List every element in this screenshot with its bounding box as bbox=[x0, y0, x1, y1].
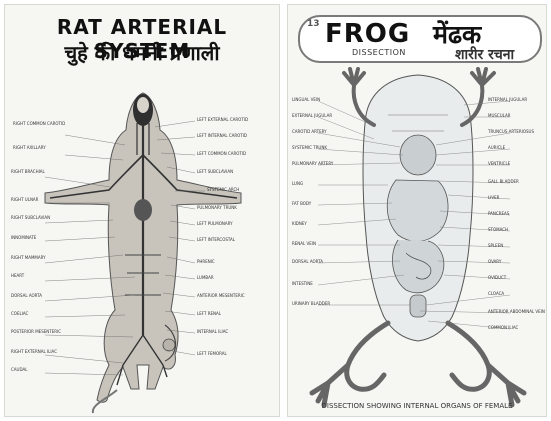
rat-label-left-11: RIGHT EXTERNAL ILIAC bbox=[11, 349, 57, 354]
frog-label-right-8: STOMACH bbox=[488, 227, 508, 232]
frog-label-right-12: CLOACA bbox=[488, 291, 504, 296]
frog-label-right-14: COMMON ILIAC bbox=[488, 325, 518, 330]
frog-label-right-11: OVIDUCT bbox=[488, 275, 506, 280]
rat-label-left-10: POSTERIOR MESENTERIC bbox=[11, 329, 61, 334]
rat-label-right-8: PHRENIC bbox=[197, 259, 215, 264]
frog-label-left-4: PULMONARY ARTERY bbox=[292, 161, 333, 166]
frog-label-left-10: INTESTINE bbox=[292, 281, 313, 286]
frog-label-left-3: SYSTEMIC TRUNK bbox=[292, 145, 327, 150]
frog-label-right-2: TRUNCUS ARTERIOSUS bbox=[488, 129, 534, 134]
rat-label-right-0: LEFT EXTERNAL CAROTID bbox=[197, 117, 248, 122]
frog-dissection-poster: 13 FROG मेंढक DISSECTION शारीर रचना LING… bbox=[287, 4, 547, 417]
frog-label-left-9: DORSAL AORTA bbox=[292, 259, 323, 264]
frog-label-left-7: KIDNEY bbox=[292, 221, 307, 226]
frog-label-right-4: VENTRICLE bbox=[488, 161, 510, 166]
rat-label-left-6: RIGHT MAMMARY bbox=[11, 255, 46, 260]
frog-label-right-3: AURICLE bbox=[488, 145, 505, 150]
rat-label-right-12: INTERNAL ILIAC bbox=[197, 329, 228, 334]
frog-caption: DISSECTION SHOWING INTERNAL ORGANS OF FE… bbox=[288, 402, 546, 410]
frog-label-right-0: INTERNAL JUGULAR bbox=[488, 97, 527, 102]
rat-label-right-10: ANTERIOR MESENTERIC bbox=[197, 293, 245, 298]
rat-label-left-5: INNOMINATE bbox=[11, 235, 36, 240]
rat-label-right-2: LEFT COMMON CAROTID bbox=[197, 151, 246, 156]
rat-label-left-7: HEART bbox=[11, 273, 24, 278]
rat-label-right-11: LEFT RENAL bbox=[197, 311, 221, 316]
rat-label-left-9: COELIAC bbox=[11, 311, 28, 316]
frog-label-right-9: SPLEEN bbox=[488, 243, 503, 248]
rat-illustration bbox=[5, 5, 280, 417]
rat-label-left-4: RIGHT SUBCLAVIAN bbox=[11, 215, 50, 220]
rat-label-left-3: RIGHT ULNAR bbox=[11, 197, 38, 202]
rat-arterial-system-poster: RAT ARTERIAL SYSTEM चुहे की धमनी प्रणाली… bbox=[4, 4, 280, 417]
rat-label-right-1: LEFT INTERNAL CAROTID bbox=[197, 133, 247, 138]
frog-label-left-1: EXTERNAL JUGULAR bbox=[292, 113, 332, 118]
rat-label-left-2: RIGHT BRACHIAL bbox=[11, 169, 45, 174]
rat-label-left-12: CAUDAL bbox=[11, 367, 27, 372]
rat-label-right-3: LEFT SUBCLAVIAN bbox=[197, 169, 233, 174]
frog-label-left-2: CAROTID ARTERY bbox=[292, 129, 327, 134]
rat-label-left-0: RIGHT COMMON CAROTID bbox=[13, 121, 65, 126]
frog-label-left-8: RENAL VEIN bbox=[292, 241, 316, 246]
rat-label-right-7: LEFT INTERCOSTAL bbox=[197, 237, 235, 242]
rat-label-right-4: SYSTEMIC ARCH bbox=[207, 187, 239, 192]
rat-label-right-13: LEFT FEMORAL bbox=[197, 351, 227, 356]
frog-label-right-10: OVARY bbox=[488, 259, 501, 264]
frog-label-left-6: FAT BODY bbox=[292, 201, 311, 206]
rat-label-left-8: DORSAL AORTA bbox=[11, 293, 42, 298]
frog-label-right-1: MUSCULAR bbox=[488, 113, 510, 118]
rat-label-right-9: LUMBAR bbox=[197, 275, 214, 280]
frog-label-right-6: LIVER bbox=[488, 195, 499, 200]
frog-label-left-0: LINGUAL VEIN bbox=[292, 97, 320, 102]
rat-label-right-5: PULMONARY TRUNK bbox=[197, 205, 237, 210]
rat-label-left-1: RIGHT AXILLARY bbox=[13, 145, 46, 150]
frog-label-left-5: LUNG bbox=[292, 181, 303, 186]
frog-label-left-11: URINARY BLADDER bbox=[292, 301, 330, 306]
frog-label-right-13: ANTERIOR ABDOMINAL VEIN bbox=[488, 309, 545, 314]
frog-label-right-5: GALL BLADDER bbox=[488, 179, 519, 184]
frog-label-right-7: PANCREAS bbox=[488, 211, 509, 216]
rat-label-right-6: LEFT PULMONARY bbox=[197, 221, 233, 226]
